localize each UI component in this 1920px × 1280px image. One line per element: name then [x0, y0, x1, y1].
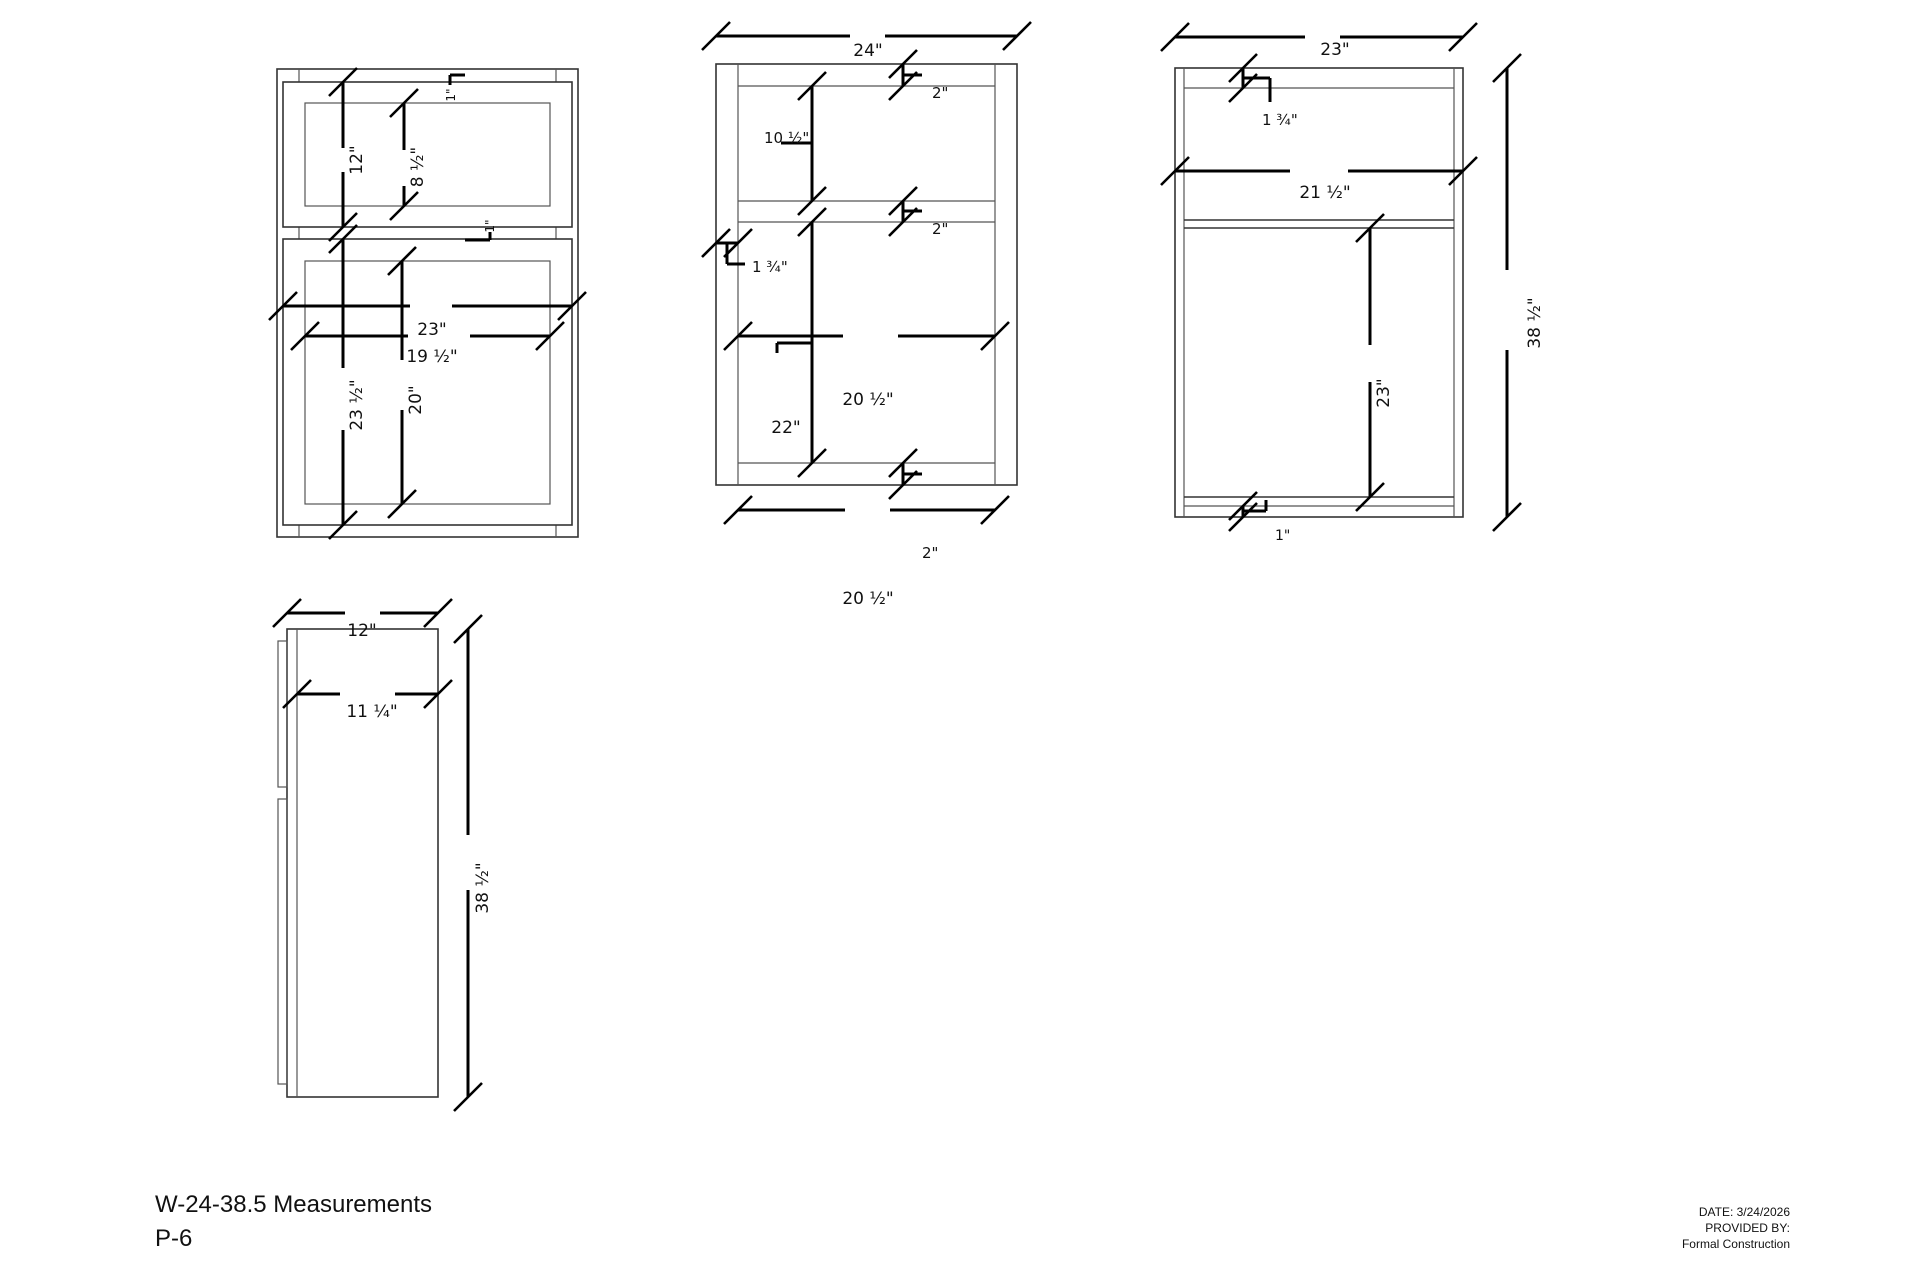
dimension-tick — [723, 321, 753, 351]
dimension-tick — [328, 510, 358, 540]
dimension-tick — [423, 679, 453, 709]
dimension-tick — [797, 207, 827, 237]
dimension-tick — [1355, 482, 1385, 512]
dimension-tick — [888, 49, 918, 79]
dimension-tick — [723, 495, 753, 525]
dim-label: 2" — [932, 84, 948, 102]
dimension-tick — [389, 88, 419, 118]
dimension-tick — [1492, 53, 1522, 83]
dimension-tick — [1228, 491, 1258, 521]
dim-label: 10 ½" — [764, 129, 809, 147]
dimension-tick — [290, 321, 320, 351]
dim-label: 8 ½" — [408, 147, 428, 188]
dimension-tick — [1160, 22, 1190, 52]
dim-label: 2" — [922, 544, 938, 562]
dimension-tick — [797, 71, 827, 101]
dim-label: 23 ½" — [347, 379, 367, 430]
dim-label: 38 ½" — [1525, 297, 1545, 348]
dimension-tick — [389, 191, 419, 221]
side-bottom-door — [277, 798, 288, 1085]
dim-label: 1" — [483, 219, 497, 232]
top-door — [282, 81, 573, 228]
dimension-labels: 12" 8 ½" 1" 1" 23" 19 ½" 23 ½" 20" 24" 2… — [346, 40, 1545, 914]
dim-label: 20 ½" — [842, 589, 893, 609]
company-name: Formal Construction — [1681, 1237, 1790, 1251]
front-doors-view — [276, 68, 579, 538]
dim-label: 12" — [347, 621, 376, 641]
dimension-tick — [888, 448, 918, 478]
provider-block: DATE: 3/24/2026 PROVIDED BY: Formal Cons… — [1682, 1204, 1790, 1252]
dimension-tick — [701, 21, 731, 51]
dimension-tick — [328, 67, 358, 97]
dim-label: 1 ¾" — [1262, 111, 1298, 129]
dimension-tick — [1355, 213, 1385, 243]
dim-label: 1 ¾" — [752, 258, 788, 276]
dim-label: 11 ¼" — [346, 702, 397, 722]
dimension-tick — [797, 448, 827, 478]
dimension-tick — [272, 598, 302, 628]
dim-label: 20 ½" — [842, 390, 893, 410]
dim-label: 38 ½" — [473, 862, 493, 913]
dimension-tick — [1228, 53, 1258, 83]
dim-label: 21 ½" — [1299, 183, 1350, 203]
dimension-tick — [328, 212, 358, 242]
dimension-tick — [453, 1082, 483, 1112]
dimension-tick — [1448, 156, 1478, 186]
dimension-tick — [535, 321, 565, 351]
dim-label: 1" — [1275, 528, 1290, 544]
dimension-tick — [888, 186, 918, 216]
dimension-tick — [328, 224, 358, 254]
date: DATE: 3/24/2026 — [1698, 1205, 1790, 1219]
dimension-tick — [1448, 22, 1478, 52]
dimension-tick — [1228, 502, 1258, 532]
dimension-tick — [888, 470, 918, 500]
dimension-tick — [282, 679, 312, 709]
drawing-title: W-24-38.5 Measurements — [155, 1191, 433, 1218]
drawing-title-block: W-24-38.5 Measurements P-6 — [155, 1188, 432, 1256]
dimension-tick — [387, 246, 417, 276]
dimension-tick — [888, 207, 918, 237]
dimension-tick — [1160, 156, 1190, 186]
face-frame-view — [715, 63, 1018, 486]
dim-label: 19 ½" — [406, 347, 457, 367]
dimension-tick — [268, 291, 298, 321]
dimension-tick — [723, 228, 753, 258]
dim-label: 23" — [417, 320, 446, 340]
side-view — [277, 628, 439, 1098]
dimension-lines — [268, 21, 1522, 1112]
dimension-tick — [980, 495, 1010, 525]
cabinet-outline — [276, 68, 579, 538]
dim-label: 1" — [444, 88, 458, 101]
dim-label: 23" — [1374, 378, 1394, 407]
dimension-tick — [453, 614, 483, 644]
dimension-tick — [557, 291, 587, 321]
dimension-tick — [1492, 502, 1522, 532]
dimension-tick — [888, 71, 918, 101]
box-view — [1174, 67, 1464, 518]
dim-label: 22" — [771, 418, 800, 438]
page-number: P-6 — [155, 1225, 193, 1252]
dim-label: 2" — [932, 220, 948, 238]
dim-label: 20" — [406, 385, 426, 414]
dimension-tick — [387, 489, 417, 519]
dimension-tick — [701, 228, 731, 258]
bottom-door — [282, 238, 573, 526]
top-door-panel — [304, 102, 551, 207]
provided-by-label: PROVIDED BY: — [1705, 1221, 1790, 1235]
dim-label: 24" — [853, 41, 882, 61]
dimension-tick — [423, 598, 453, 628]
dim-label: 23" — [1320, 40, 1349, 60]
bottom-door-panel — [304, 260, 551, 505]
dimension-tick — [980, 321, 1010, 351]
dimension-tick — [797, 186, 827, 216]
dim-label: 12" — [347, 145, 367, 174]
dimension-tick — [1002, 21, 1032, 51]
side-top-door — [277, 640, 288, 788]
